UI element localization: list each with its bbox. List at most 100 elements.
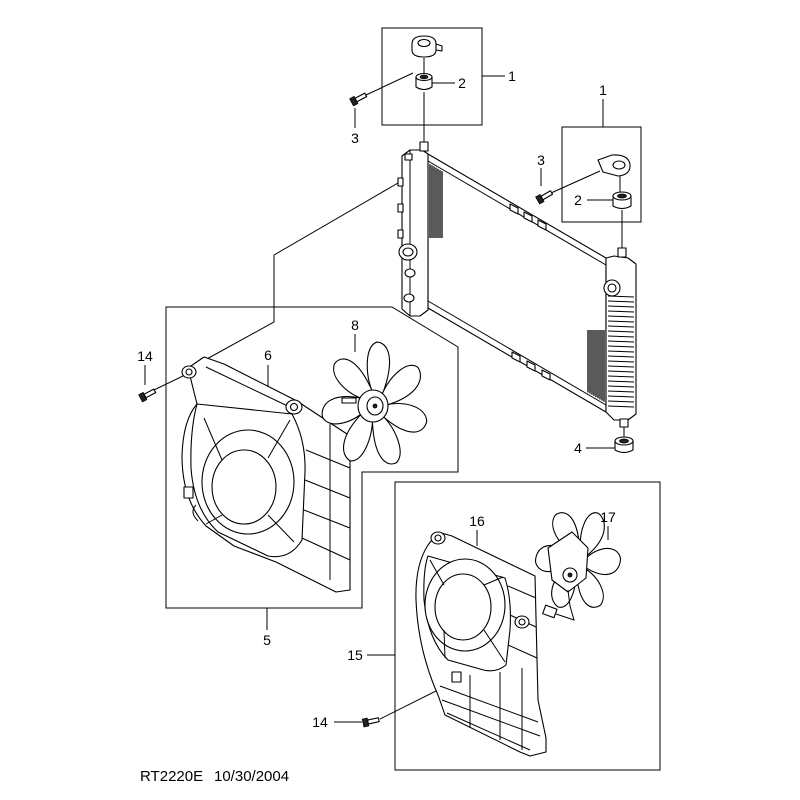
- shroud-spoke: [267, 419, 291, 459]
- fan-blade: [572, 508, 610, 557]
- right-cap: [597, 154, 631, 177]
- leader-line: [204, 182, 399, 361]
- tank-bracket: [404, 153, 413, 161]
- cap-hole: [417, 38, 431, 48]
- fan-blade: [380, 393, 429, 439]
- cap-tab: [435, 43, 443, 52]
- inlet-fitting-bore: [402, 247, 414, 257]
- tank-rib: [607, 320, 635, 323]
- radiator-fins: [429, 164, 605, 402]
- core-bracket: [523, 211, 533, 223]
- shroud-panel-rib: [305, 449, 351, 469]
- bolt: [349, 92, 368, 107]
- right-cap-detail: 1 3 2: [535, 82, 642, 248]
- left-tank: [401, 149, 429, 317]
- side-fitting: [404, 268, 416, 278]
- fan-blade: [362, 340, 394, 396]
- callout-label: 14: [312, 714, 328, 730]
- bolt-shank: [143, 388, 157, 399]
- tank-rib: [607, 365, 635, 368]
- tank-rib: [607, 310, 635, 313]
- shroud-clip: [451, 671, 462, 683]
- core-bottom-frame: [427, 300, 607, 406]
- leader-line: [153, 374, 186, 391]
- fan-blade: [329, 351, 375, 408]
- tank-rib: [607, 300, 635, 303]
- right-seal: [612, 191, 632, 210]
- shroud-mount-hole: [434, 534, 442, 542]
- tank-rib: [607, 340, 635, 343]
- bolt-shank: [354, 92, 368, 103]
- bolt-shank: [540, 190, 554, 201]
- tank-rib: [607, 385, 635, 388]
- leader-line: [550, 170, 601, 194]
- seal-hole: [419, 74, 429, 80]
- callout-label: 17: [600, 509, 616, 525]
- tank-rib: [607, 390, 635, 393]
- detail-frame: [394, 481, 661, 771]
- fan-blade: [370, 411, 403, 467]
- fan-blade: [585, 544, 621, 578]
- core-bracket: [541, 369, 551, 381]
- fan-assembly-detail: 8 14 6 5: [137, 306, 459, 648]
- core-bracket: [509, 203, 519, 215]
- cap-hole: [612, 160, 626, 170]
- tank-rib: [607, 305, 635, 308]
- callout-label: 4: [574, 440, 582, 456]
- shroud-spoke: [429, 559, 445, 586]
- callout-label: 5: [263, 632, 271, 648]
- bolt: [361, 717, 380, 728]
- callout-label: 1: [508, 68, 516, 84]
- aux-fan-shroud: [415, 531, 547, 757]
- seal-hole: [617, 193, 627, 199]
- shroud-lower-rib: [446, 712, 531, 751]
- callout-label: 3: [351, 130, 359, 146]
- left-tank-rib: [397, 177, 404, 187]
- core-bracket: [537, 219, 547, 231]
- callout-label: 2: [458, 75, 466, 91]
- drawing-code: RT2220E: [140, 768, 203, 785]
- shroud-spoke: [267, 514, 295, 543]
- fan-connector: [341, 397, 357, 404]
- left-tank-rib: [397, 229, 404, 239]
- tank-rib: [607, 370, 635, 373]
- shroud-flange-line: [205, 366, 297, 411]
- shroud-opening: [211, 449, 277, 525]
- bolt: [535, 190, 554, 205]
- fan-blade: [337, 408, 382, 465]
- fan-motor-bracket: [547, 531, 589, 593]
- shroud-clip: [183, 486, 194, 499]
- tank-rib: [607, 330, 635, 333]
- core-bracket: [511, 351, 521, 363]
- seal-hole: [619, 438, 629, 444]
- shroud-panel-rib: [301, 537, 351, 561]
- tank-rib: [607, 380, 635, 383]
- core-bracket: [526, 360, 536, 372]
- shroud-panel-rib: [303, 509, 351, 529]
- callout-label: 14: [137, 348, 153, 364]
- fan-shaft: [372, 403, 378, 409]
- left-tank-rib: [397, 203, 404, 213]
- shroud-spoke: [205, 514, 223, 525]
- fan-blades: [322, 340, 430, 467]
- outlet-fitting-bore: [607, 283, 617, 293]
- drawing-date: 10/30/2004: [214, 768, 289, 785]
- shroud-panel-rib: [304, 479, 351, 499]
- shroud-mount-hole: [518, 618, 526, 626]
- tank-rib: [607, 400, 635, 403]
- lower-seal-detail: 4: [574, 427, 634, 456]
- shroud-spoke: [483, 576, 504, 586]
- shroud-opening: [434, 573, 492, 641]
- callout-label: 16: [469, 513, 485, 529]
- tank-rib: [607, 360, 635, 363]
- top-seal: [415, 72, 433, 91]
- tank-rib: [607, 345, 635, 348]
- tank-rib: [607, 375, 635, 378]
- bolt: [138, 388, 157, 403]
- callout-label: 3: [537, 152, 545, 168]
- shroud-spoke: [443, 629, 446, 659]
- shroud-panel-rib: [507, 585, 537, 599]
- tank-rib: [607, 350, 635, 353]
- cooling-fan: [322, 340, 430, 467]
- leader-line: [365, 72, 414, 96]
